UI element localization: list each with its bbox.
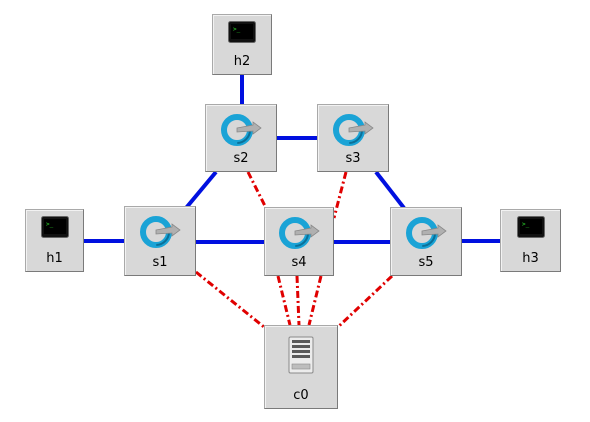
switch-s5[interactable]: s5	[390, 207, 462, 276]
terminal-icon: >_	[40, 216, 69, 238]
switch-s2[interactable]: s2	[205, 104, 277, 172]
controller-c0[interactable]: c0	[264, 325, 338, 409]
terminal-icon: >_	[516, 216, 545, 238]
host-h1[interactable]: >_ h1	[25, 209, 84, 272]
node-label: s5	[418, 255, 434, 270]
node-label: s4	[291, 255, 307, 270]
node-label: h3	[522, 251, 539, 266]
control-link-s4-c0-a[interactable]	[276, 275, 292, 326]
node-label: h1	[46, 251, 63, 266]
control-link-s4-c0-b[interactable]	[295, 275, 301, 326]
svg-text:>_: >_	[522, 221, 530, 228]
host-h3[interactable]: >_ h3	[500, 209, 561, 272]
control-link-s2-c0[interactable]	[246, 171, 268, 209]
control-link-s5-c0[interactable]	[336, 274, 394, 329]
node-label: s3	[345, 151, 361, 166]
switch-icon	[333, 114, 374, 146]
link-s2-s1[interactable]	[184, 170, 218, 210]
switch-icon	[406, 217, 447, 249]
switch-icon	[279, 217, 320, 249]
link-s3-s5[interactable]	[374, 170, 406, 210]
host-h2[interactable]: >_ h2	[212, 14, 272, 75]
switch-icon	[140, 216, 181, 248]
control-link-s1-c0[interactable]	[195, 270, 265, 329]
svg-text:>_: >_	[233, 26, 241, 33]
switch-s1[interactable]: s1	[124, 206, 196, 276]
node-label: s2	[233, 151, 249, 166]
switch-s3[interactable]: s3	[317, 104, 389, 172]
node-label: c0	[293, 388, 309, 403]
switch-s4[interactable]: s4	[264, 207, 334, 276]
terminal-icon: >_	[228, 21, 256, 43]
svg-text:>_: >_	[46, 221, 54, 228]
control-link-s3-c0[interactable]	[332, 171, 348, 219]
server-icon	[288, 336, 314, 374]
node-label: h2	[233, 54, 251, 69]
node-label: s1	[152, 255, 168, 270]
control-link-s4-c0-c[interactable]	[307, 275, 323, 326]
switch-icon	[221, 114, 262, 146]
